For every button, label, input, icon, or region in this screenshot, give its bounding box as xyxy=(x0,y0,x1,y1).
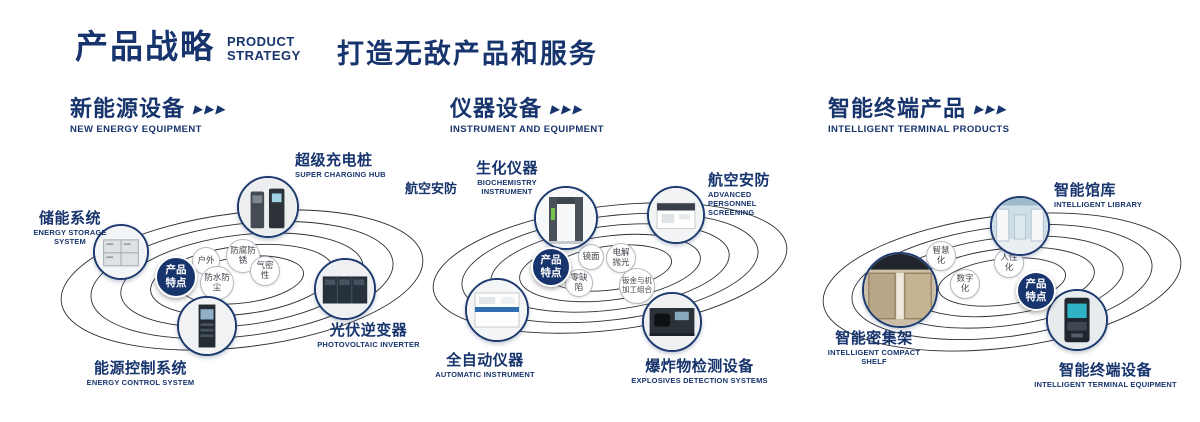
product-label-energy-control: 能源控制系统 ENERGY CONTROL SYSTEM xyxy=(68,360,213,387)
product-circle-energy-control xyxy=(177,296,237,356)
section-header-instrument: 仪器设备 ▶▶▶ INSTRUMENT AND EQUIPMENT xyxy=(450,96,604,136)
product-name-en: AUTOMATIC INSTRUMENT xyxy=(435,370,535,380)
product-name-cn: 航空安防 xyxy=(708,172,771,189)
product-label-explosives-detector: 爆炸物检测设备 EXPLOSIVES DETECTION SYSTEMS xyxy=(622,358,777,385)
product-circle-pv-inverter xyxy=(314,258,376,320)
product-name-en: ENERGY STORAGE SYSTEM xyxy=(33,228,107,247)
product-circle-terminal-equipment xyxy=(1046,289,1108,351)
product-label-pv-inverter: 光伏逆变器 PHOTOVOLTAIC INVERTER xyxy=(306,322,431,349)
terminal-kiosk-photo xyxy=(1048,291,1106,349)
product-name-en: INTELLIGENT LIBRARY xyxy=(1054,200,1143,210)
product-circle-biochemistry xyxy=(534,186,598,250)
explosives-detector-photo xyxy=(644,294,700,350)
product-label-personnel-screening: 航空安防 ADVANCED PERSONNEL SCREENING xyxy=(708,172,800,217)
product-name-cn: 智能密集架 xyxy=(835,330,913,347)
orbit-ellipses xyxy=(432,202,788,334)
product-label-energy-storage: 储能系统 ENERGY STORAGE SYSTEM xyxy=(30,210,110,246)
product-circle-charging-hub xyxy=(237,176,299,238)
product-name-en: SUPER CHARGING HUB xyxy=(295,170,386,180)
section-title-en: INSTRUMENT AND EQUIPMENT xyxy=(450,124,604,136)
product-label-terminal-equipment: 智能终端设备 INTELLIGENT TERMINAL EQUIPMENT xyxy=(1028,362,1183,389)
section-title-en: INTELLIGENT TERMINAL PRODUCTS xyxy=(828,124,1010,136)
product-label-biochemistry: 生化仪器 BIOCHEMISTRY INSTRUMENT xyxy=(467,160,547,196)
charging-hub-photo xyxy=(239,178,297,236)
product-circle-explosives-detector xyxy=(642,292,702,352)
product-name-cn: 智能终端设备 xyxy=(1058,362,1152,379)
product-name-cn: 全自动仪器 xyxy=(446,352,524,369)
product-features-badge: 产品特点 xyxy=(1016,271,1056,311)
page-title-en-line2: STRATEGY xyxy=(227,48,301,64)
product-circle-compact-shelf xyxy=(862,252,938,328)
feature-bubble-humanized: 人性化 xyxy=(994,248,1024,278)
product-features-badge: 产品特点 xyxy=(531,247,571,287)
feature-bubble-waterproof: 防水防尘 xyxy=(200,266,234,300)
product-name-en: ADVANCED PERSONNEL SCREENING xyxy=(708,190,757,218)
product-label-compact-shelf: 智能密集架 INTELLIGENT COMPACT SHELF xyxy=(824,330,924,366)
section-title-en: NEW ENERGY EQUIPMENT xyxy=(70,124,202,136)
section-title-cn: 仪器设备 xyxy=(450,96,543,121)
page-header: 产品战略 PRODUCT STRATEGY 打造无敌产品和服务 xyxy=(75,30,598,71)
feature-bubble-airtight: 气密性 xyxy=(250,256,280,286)
product-name-en: INTELLIGENT COMPACT SHELF xyxy=(827,348,921,367)
page-tagline: 打造无敌产品和服务 xyxy=(336,39,598,69)
pv-inverter-photo xyxy=(316,260,374,318)
product-label-charging-hub: 超级充电桩 SUPER CHARGING HUB xyxy=(295,152,425,179)
library-photo xyxy=(992,198,1048,254)
product-name-en: EXPLOSIVES DETECTION SYSTEMS xyxy=(631,376,768,386)
triple-chevron-icon: ▶▶▶ xyxy=(549,102,587,117)
product-circle-automatic-instrument xyxy=(465,278,529,342)
diagram-new-energy: 超级充电桩 SUPER CHARGING HUB 储能系统 ENERGY STO… xyxy=(33,140,431,418)
section-header-new-energy: 新能源设备 ▶▶▶ NEW ENERGY EQUIPMENT xyxy=(70,96,230,136)
product-circle-intelligent-library xyxy=(990,196,1050,256)
page-title-cn: 产品战略 xyxy=(75,28,215,65)
page-title-en-line1: PRODUCT xyxy=(227,34,295,49)
feature-bubble-mirror: 镜面 xyxy=(578,244,604,270)
product-name-cn: 超级充电桩 xyxy=(295,152,373,169)
product-name-en: BIOCHEMISTRY INSTRUMENT xyxy=(477,178,537,197)
page-title-en: PRODUCT STRATEGY xyxy=(227,34,301,64)
diagram-intelligent-terminal: 智能馆库 INTELLIGENT LIBRARY 智能密集架 INTELLIGE… xyxy=(810,140,1200,418)
energy-storage-photo xyxy=(95,226,147,278)
feature-bubble-sheetmetal-machining: 钣金与机加工组合 xyxy=(619,268,655,304)
product-label-automatic-instrument: 全自动仪器 AUTOMATIC INSTRUMENT xyxy=(425,352,545,379)
triple-chevron-icon: ▶▶▶ xyxy=(973,102,1011,117)
section-title-cn: 新能源设备 xyxy=(70,96,186,121)
product-name-en: ENERGY CONTROL SYSTEM xyxy=(86,378,195,388)
product-name-cn: 爆炸物检测设备 xyxy=(645,358,754,375)
security-gate-photo xyxy=(536,188,596,248)
diagram-instrument: 生化仪器 BIOCHEMISTRY INSTRUMENT 航空安防 航空安防 A… xyxy=(400,140,800,418)
compact-shelf-photo xyxy=(864,254,936,326)
automatic-instrument-photo xyxy=(467,280,527,340)
triple-chevron-icon: ▶▶▶ xyxy=(192,102,230,117)
energy-control-photo xyxy=(179,298,235,354)
product-label-intelligent-library: 智能馆库 INTELLIGENT LIBRARY xyxy=(1054,182,1164,209)
product-name-en: PHOTOVOLTAIC INVERTER xyxy=(317,340,420,350)
product-name-cn: 光伏逆变器 xyxy=(329,322,408,339)
product-name-cn: 生化仪器 xyxy=(475,160,538,177)
product-name-cn: 智能馆库 xyxy=(1054,182,1117,199)
personnel-screening-photo xyxy=(649,188,703,242)
product-name-cn: 储能系统 xyxy=(38,210,101,227)
section-title-cn: 智能终端产品 xyxy=(828,96,967,121)
section-header-intelligent-terminal: 智能终端产品 ▶▶▶ INTELLIGENT TERMINAL PRODUCTS xyxy=(828,96,1011,136)
feature-bubble-intelligent: 智慧化 xyxy=(926,241,956,271)
aviation-security-side-label: 航空安防 xyxy=(405,181,458,196)
product-name-cn: 能源控制系统 xyxy=(93,360,187,377)
product-features-badge: 产品特点 xyxy=(155,256,197,298)
product-circle-personnel-screening xyxy=(647,186,705,244)
product-circle-energy-storage xyxy=(93,224,149,280)
product-name-en: INTELLIGENT TERMINAL EQUIPMENT xyxy=(1034,380,1177,390)
feature-bubble-digital: 数字化 xyxy=(950,269,980,299)
